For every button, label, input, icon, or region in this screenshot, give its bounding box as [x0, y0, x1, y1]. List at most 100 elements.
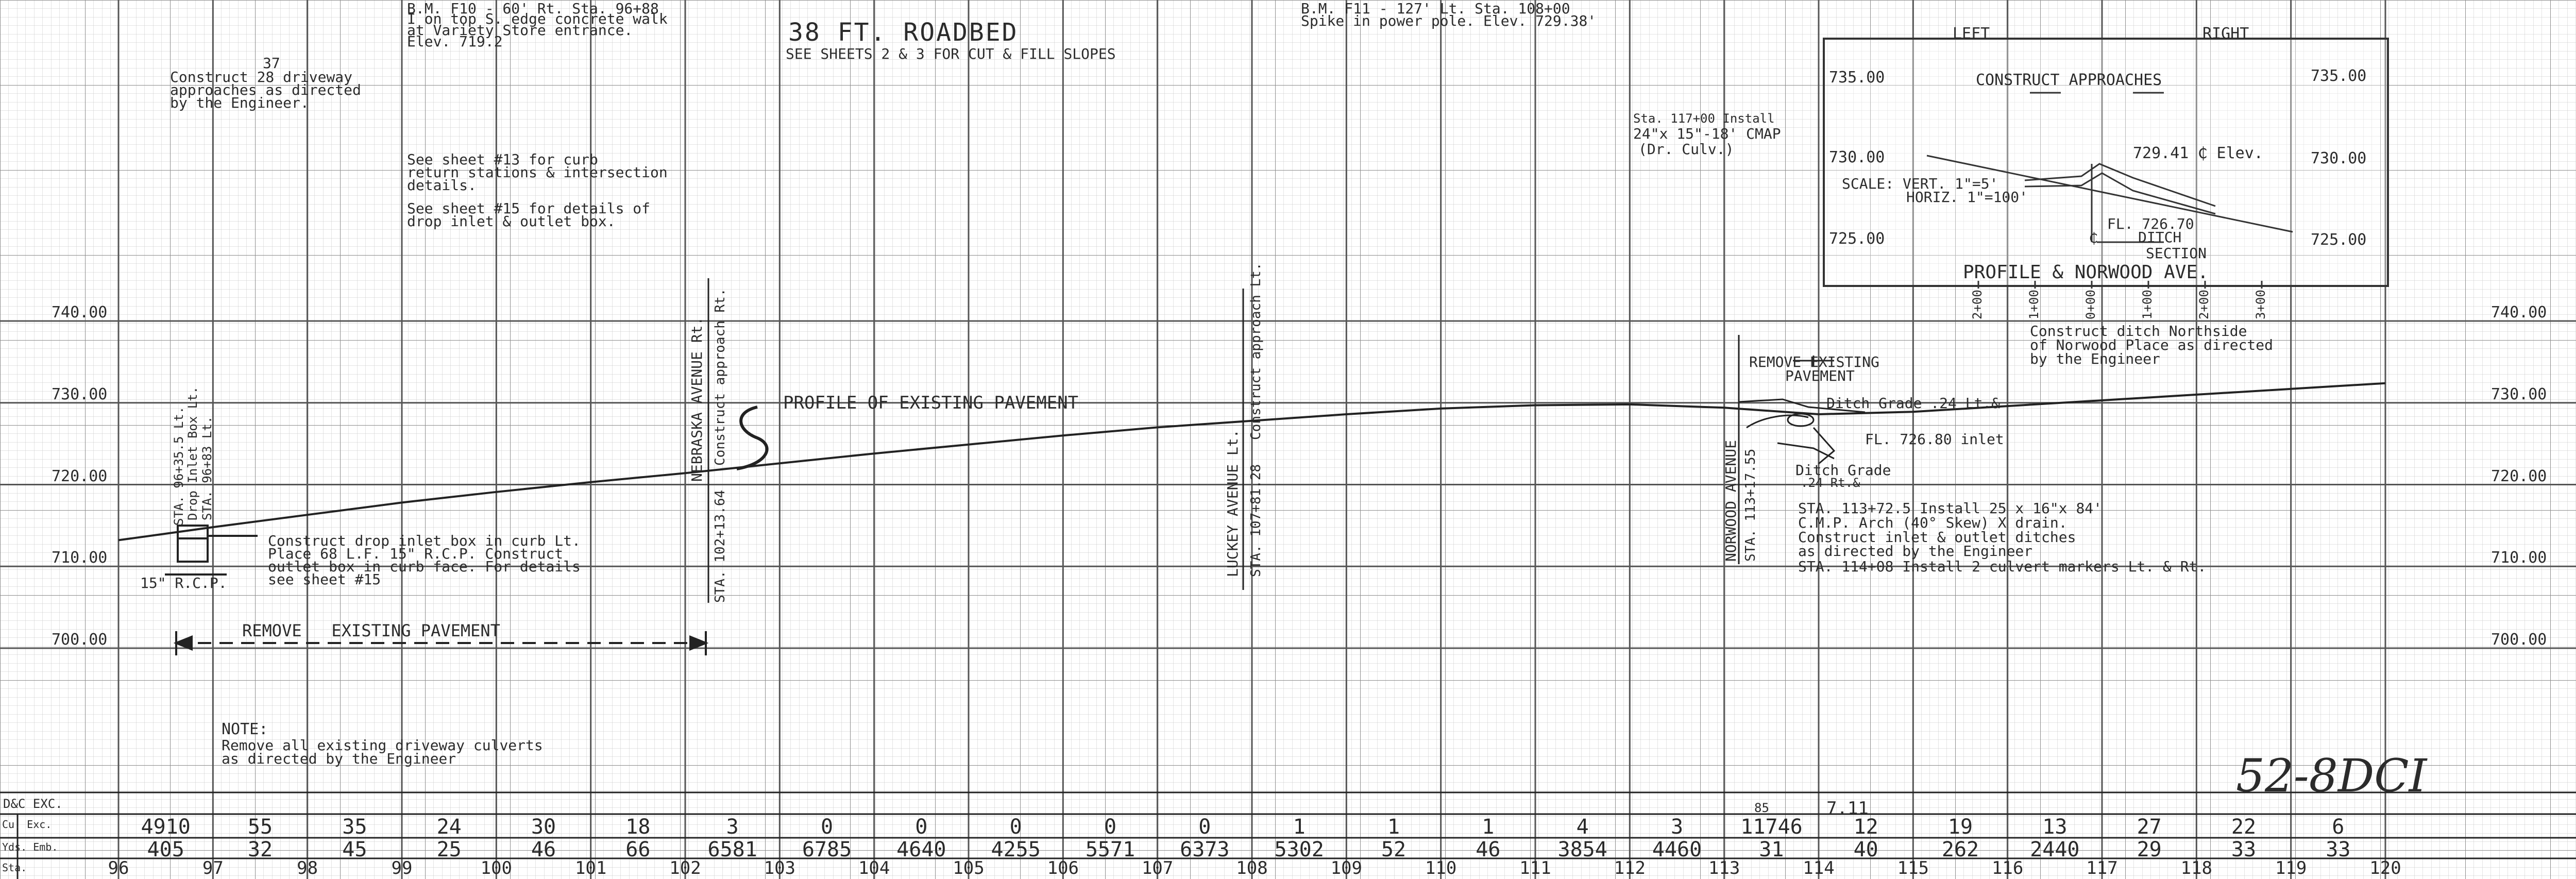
profile-existing-label: PROFILE OF EXISTING PAVEMENT: [783, 393, 1079, 413]
remove-existing-2a: REMOVE EXISTING: [1749, 353, 1879, 370]
embankment-cell: 33: [2326, 838, 2351, 861]
inset-box: [1823, 38, 2389, 287]
station-label: 97: [202, 858, 224, 878]
elevation-label: 740.00: [52, 303, 108, 322]
inset-left-label: LEFT: [1953, 25, 1990, 43]
left-sta-label-2: Drop Inlet Box Lt.: [185, 386, 200, 520]
ditch-grade-2b: .24 Rt.&: [1801, 476, 1860, 490]
inset-station-ticks: [1977, 281, 2263, 289]
station-label: 99: [391, 858, 413, 878]
luckey-station-label: STA. 107+81.28 Construct approach Lt.: [1248, 262, 1264, 577]
drop-inlet-note-3: outlet box in curb face. For details: [268, 558, 581, 575]
inset-elev-left-3: 725.00: [1829, 230, 1885, 248]
benchmark-right-1: B.M. F11 - 127' Lt. Sta. 108+00: [1301, 0, 1570, 17]
luckey-avenue-label: LUCKEY AVENUE Lt.: [1224, 429, 1241, 577]
excavation-cell: 0: [1009, 815, 1022, 839]
elevation-label: 720.00: [52, 467, 108, 485]
excavation-cell: 0: [915, 815, 928, 839]
cut-fill-subtitle: SEE SHEETS 2 & 3 FOR CUT & FILL SLOPES: [786, 45, 1116, 62]
note-line-1: Remove all existing driveway culverts: [222, 737, 543, 754]
excavation-cell: 55: [247, 815, 273, 839]
roadbed-title: 38 FT. ROADBED: [788, 18, 1019, 47]
inset-profile: [1926, 92, 2293, 243]
excavation-cell: 12: [1853, 815, 1878, 839]
benchmark-left-4: Elev. 719.2: [407, 33, 503, 50]
station-label: 117: [2086, 858, 2118, 878]
inset-right-label: RIGHT: [2202, 25, 2249, 43]
embankment-cell: 32: [247, 838, 273, 861]
embankment-cell: 5302: [1274, 838, 1324, 861]
elevation-lines: [0, 320, 2576, 649]
excavation-cell: 18: [625, 815, 651, 839]
station-label: 118: [2180, 858, 2213, 878]
avenue-vertical-lines: [707, 278, 1740, 603]
excavation-cell: 1: [1482, 815, 1495, 839]
curve-arrow: [736, 405, 769, 470]
drop-inlet-note-2: Place 68 L.F. 15" R.C.P. Construct: [268, 545, 564, 562]
inset-elev-right-3: 725.00: [2311, 231, 2367, 249]
station-label: 108: [1236, 858, 1268, 878]
inset-station-label: 1+00: [2140, 290, 2155, 319]
embankment-cell: 46: [1476, 838, 1501, 861]
drop-note-2: drop inlet & outlet box.: [407, 213, 616, 230]
elevation-label-right: 740.00: [2491, 303, 2547, 322]
inset-station-label: 1+00: [2027, 290, 2041, 319]
existing-pavement-profile-line: [118, 382, 2386, 542]
norwood-culvert-symbols: [1738, 356, 1866, 465]
inset-construct-approaches: CONSTRUCT APPROACHES: [1976, 71, 2162, 89]
station-lines: [117, 0, 2386, 879]
excavation-cell: 4: [1576, 815, 1589, 839]
benchmark-left-2: I on top S. edge concrete walk: [407, 10, 668, 27]
row-label-cu-exc: Cu. Exc.: [2, 818, 52, 831]
sta-curve-note-1: Sta. 117+00 Install: [1633, 111, 1775, 126]
station-label: 120: [2369, 858, 2401, 878]
driveway-note-2: approaches as directed: [170, 81, 361, 98]
embankment-cell: 25: [436, 838, 462, 861]
sheet-number: 52-8DCI: [2236, 749, 2427, 802]
north-ditch-note-1: Construct ditch Northside: [2030, 323, 2247, 340]
sta-114-note: STA. 114+08 Install 2 culvert markers Lt…: [1798, 558, 2207, 575]
ditch-grade-2a: Ditch Grade: [1795, 462, 1891, 479]
rcp-label: 15" R.C.P.: [140, 574, 227, 591]
embankment-cell: 52: [1381, 838, 1406, 861]
station-label: 112: [1614, 858, 1646, 878]
norwood-station-label: STA. 113+17.55: [1743, 448, 1758, 562]
nebraska-station-label: STA. 102+13.64 Construct approach Rt.: [713, 288, 728, 603]
note-line-2: as directed by the Engineer: [222, 750, 456, 767]
benchmark-left-3: at Variety Store entrance.: [407, 22, 633, 39]
inset-elev-left-2: 730.00: [1829, 148, 1885, 166]
elevation-label-right: 720.00: [2491, 467, 2547, 485]
embankment-cell: 46: [531, 838, 556, 861]
station-label: 96: [108, 858, 129, 878]
station-label: 104: [858, 858, 890, 878]
elevation-label: 710.00: [52, 549, 108, 567]
inset-centerline-elev: 729.41 ₵ Elev.: [2133, 144, 2263, 162]
excavation-cell: 24: [436, 815, 462, 839]
sta-113-note-3: Construct inlet & outlet ditches: [1798, 529, 2076, 546]
embankment-cell: 31: [1759, 838, 1784, 861]
embankment-cell: 4460: [1652, 838, 1702, 861]
inset-fl: FL. 726.70: [2107, 215, 2194, 232]
driveway-count: 37: [263, 55, 280, 72]
excavation-cell: 11746: [1740, 815, 1803, 839]
excavation-cell: 3: [726, 815, 739, 839]
station-label: 119: [2275, 858, 2307, 878]
benchmark-left-1: B.M. F10 - 60' Rt. Sta. 96+88: [407, 0, 659, 17]
elevation-label: 730.00: [52, 385, 108, 403]
elevation-label-right: 730.00: [2491, 385, 2547, 403]
sta-curve-note-2: 24"x 15"-18' CMAP: [1633, 125, 1781, 142]
excavation-cell: 30: [531, 815, 556, 839]
station-label: 105: [953, 858, 985, 878]
embankment-cell: 6373: [1180, 838, 1230, 861]
station-label: 110: [1425, 858, 1457, 878]
excavation-cell: 35: [342, 815, 367, 839]
station-label: 111: [1519, 858, 1551, 878]
drop-inlet-note-1: Construct drop inlet box in curb Lt.: [268, 532, 581, 549]
left-sta-label-1: STA. 96+35.5 Lt.: [172, 406, 186, 526]
sta-113-note-1: STA. 113+72.5 Install 25 x 16"x 84': [1798, 500, 2103, 517]
row-label-yds-emb: Yds. Emb.: [2, 841, 58, 853]
inset-station-label: 2+00: [2197, 290, 2211, 319]
embankment-cell: 4640: [896, 838, 946, 861]
excavation-cell: 19: [1947, 815, 1973, 839]
